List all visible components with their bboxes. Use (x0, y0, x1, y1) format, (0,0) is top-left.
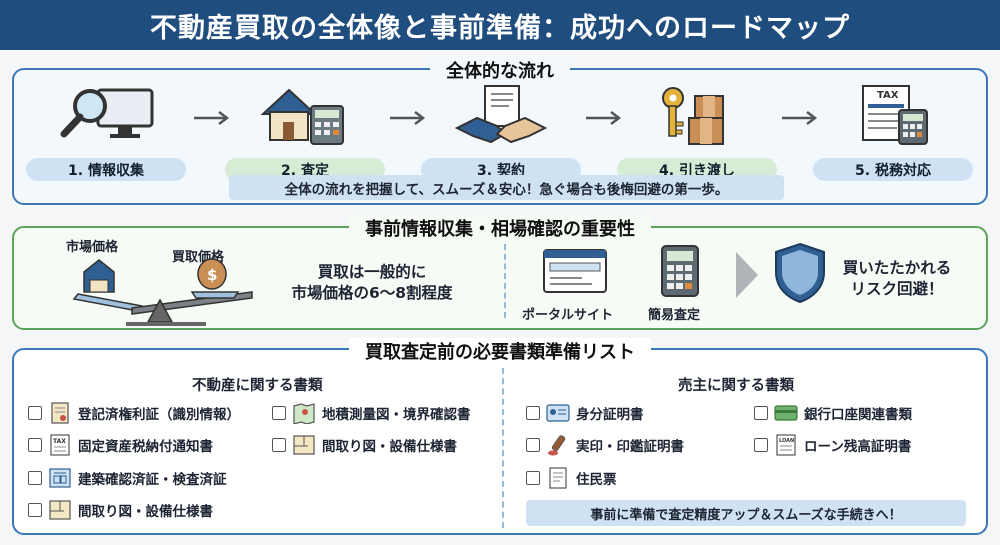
house-calculator-icon (225, 84, 385, 148)
ratio-text-line1: 買取は一般的に (317, 263, 427, 281)
flow-step-5-label: 5. 税務対応 (813, 158, 973, 181)
checkbox[interactable] (28, 471, 42, 485)
checkbox[interactable] (272, 438, 286, 452)
handshake-document-icon (421, 84, 581, 148)
property-doc-item[interactable]: 登記済権利証（識別情報） (28, 402, 240, 424)
property-doc-item[interactable]: 間取り図・設備仕様書 (272, 434, 457, 456)
floor-plan-icon (293, 435, 315, 455)
document-icon (549, 467, 567, 489)
documents-heading: 買取査定前の必要書類準備リスト (349, 338, 651, 364)
checkbox[interactable] (754, 438, 768, 452)
tax-calculator-icon: TAX (813, 84, 973, 148)
page-title: 不動産買取の全体像と事前準備：成功へのロードマップ (150, 12, 850, 44)
checkbox[interactable] (754, 406, 768, 420)
scale-balance-icon: $ (72, 258, 253, 326)
arrow-right-icon (782, 111, 818, 125)
checkbox[interactable] (28, 503, 42, 517)
portal-label: ポータルサイト (522, 308, 614, 323)
flow-note: 全体の流れを把握して、スムーズ＆安心！急ぐ場合も後悔回避の第一歩。 (229, 175, 784, 200)
checkbox[interactable] (526, 438, 540, 452)
property-doc-item[interactable]: 間取り図・設備仕様書 (28, 499, 213, 521)
chevron-right-icon (736, 252, 758, 298)
risk-avoid-text: 買いたたかれる リスク回避！ (832, 258, 962, 300)
property-doc-item[interactable]: TAX 固定資産税納付通知書 (28, 434, 213, 456)
portal-browser-icon (543, 249, 607, 293)
seller-doc-item[interactable]: 実印・印鑑証明書 (526, 434, 684, 456)
property-doc-item[interactable]: 地積測量図・境界確認書 (272, 402, 471, 424)
risk-avoid-line1: 買いたたかれる (842, 259, 952, 277)
documents-note: 事前に準備で査定精度アップ＆スムーズな手続きへ！ (526, 500, 966, 526)
arrow-right-icon (194, 111, 230, 125)
blueprint-icon (49, 468, 71, 488)
property-doc-item[interactable]: 建築確認済証・検査済証 (28, 467, 227, 489)
svg-text:TAX: TAX (877, 90, 899, 101)
checkbox[interactable] (28, 406, 42, 420)
tax-notice-icon: TAX (50, 434, 70, 456)
ratio-text-line2: 市場価格の6〜8割程度 (291, 284, 453, 302)
documents-divider (502, 368, 504, 528)
loan-statement-icon: LOAN (776, 434, 796, 456)
magnifier-monitor-icon (26, 84, 186, 148)
checkbox[interactable] (526, 406, 540, 420)
bank-card-icon (774, 405, 798, 421)
floor-plan-icon (49, 500, 71, 520)
flow-step-2: 2. 査定 (225, 84, 385, 181)
seller-doc-item[interactable]: 銀行口座関連書類 (754, 402, 912, 424)
flow-step-3: 3. 契約 (421, 84, 581, 181)
research-heading: 事前情報収集・相場確認の重要性 (349, 215, 651, 241)
calculator-icon (661, 245, 699, 297)
arrow-right-icon (586, 111, 622, 125)
certificate-icon (51, 402, 69, 424)
quick-assess-label: 簡易査定 (648, 308, 701, 323)
documents-panel: 買取査定前の必要書類準備リスト 不動産に関する書類 売主に関する書類 登記済権利… (12, 338, 988, 535)
seller-doc-item[interactable]: 住民票 (526, 467, 617, 489)
svg-text:$: $ (207, 266, 217, 284)
svg-text:TAX: TAX (53, 438, 66, 445)
checkbox[interactable] (28, 438, 42, 452)
flow-heading: 全体的な流れ (430, 57, 570, 83)
flow-step-1-label: 1. 情報収集 (26, 158, 186, 181)
flow-panel: 全体的な流れ 1. 情報収集 2. 査定 (12, 57, 988, 205)
key-boxes-icon (617, 84, 777, 148)
ratio-text: 買取は一般的に 市場価格の6〜8割程度 (272, 262, 472, 304)
research-divider (504, 244, 506, 318)
shield-icon (775, 242, 825, 304)
market-price-label: 市場価格 (66, 240, 119, 255)
property-docs-heading: 不動産に関する書類 (192, 378, 323, 394)
research-panel: 事前情報収集・相場確認の重要性 市場価格 買取価格 $ 買取は一般的に 市場価格… (12, 215, 988, 330)
seller-doc-item[interactable]: LOAN ローン残高証明書 (754, 434, 911, 456)
seal-stamp-icon (548, 435, 566, 456)
header-bar: 不動産買取の全体像と事前準備：成功へのロードマップ (0, 0, 1000, 50)
flow-step-1: 1. 情報収集 (26, 84, 186, 181)
checkbox[interactable] (272, 406, 286, 420)
svg-text:LOAN: LOAN (779, 438, 794, 444)
flow-step-4: 4. 引き渡し (617, 84, 777, 181)
checkbox[interactable] (526, 471, 540, 485)
arrow-right-icon (390, 111, 426, 125)
survey-map-icon (293, 403, 315, 424)
flow-step-5: TAX 5. 税務対応 (813, 84, 973, 181)
seller-doc-item[interactable]: 身分証明書 (526, 402, 644, 424)
seller-docs-heading: 売主に関する書類 (678, 378, 794, 394)
id-card-icon (546, 404, 570, 422)
risk-avoid-line2: リスク回避！ (850, 280, 944, 298)
